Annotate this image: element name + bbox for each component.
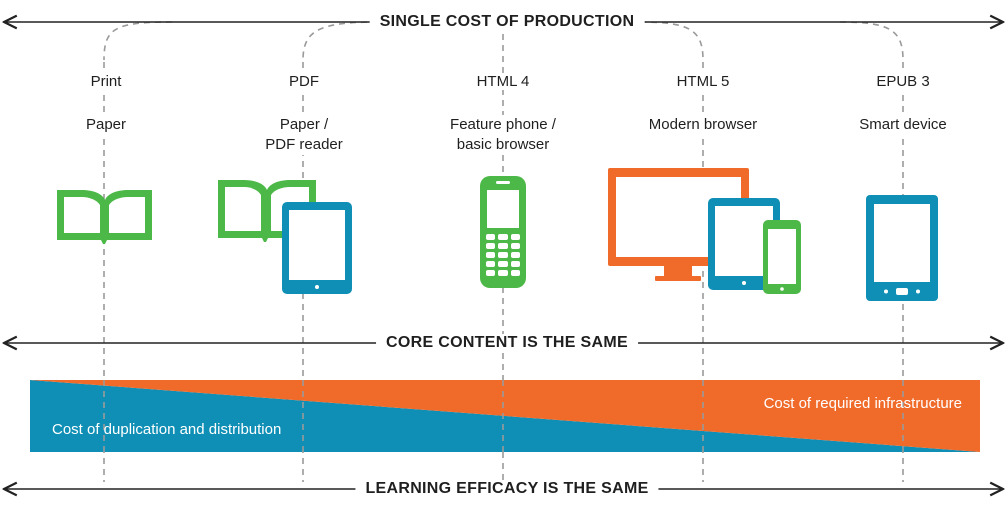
feature-phone-icon xyxy=(480,176,526,288)
connector-print xyxy=(103,21,173,61)
format-label-epub3: EPUB 3 xyxy=(870,73,936,90)
bottom-banner: LEARNING EFFICACY IS THE SAME xyxy=(355,480,659,498)
cost-band xyxy=(30,380,980,452)
medium-label-pdf: Paper / PDF reader xyxy=(259,115,349,155)
distribution-cost-label: Cost of duplication and distribution xyxy=(52,421,282,438)
medium-label-epub3: Smart device xyxy=(853,115,953,135)
middle-banner: CORE CONTENT IS THE SAME xyxy=(376,334,638,352)
infrastructure-cost-area xyxy=(30,380,980,452)
medium-label-html5: Modern browser xyxy=(642,115,764,135)
format-label-pdf: PDF xyxy=(283,73,325,90)
connector-pdf xyxy=(302,21,379,61)
format-label-print: Print xyxy=(84,73,128,90)
top-banner: SINGLE COST OF PRODUCTION xyxy=(369,13,645,31)
connector-html5 xyxy=(639,21,704,61)
infrastructure-cost-label: Cost of required infrastructure xyxy=(763,395,962,412)
format-label-html4: HTML 4 xyxy=(470,73,536,90)
medium-label-print: Paper xyxy=(79,115,133,135)
book-and-tablet-icon xyxy=(218,180,352,294)
ereader-icon xyxy=(866,195,938,301)
medium-label-html4: Feature phone / basic browser xyxy=(444,115,562,155)
open-book-icon xyxy=(57,190,152,244)
format-label-html5: HTML 5 xyxy=(670,73,736,90)
monitor-tablet-phone-icon xyxy=(608,168,801,294)
connector-epub3 xyxy=(839,21,904,61)
